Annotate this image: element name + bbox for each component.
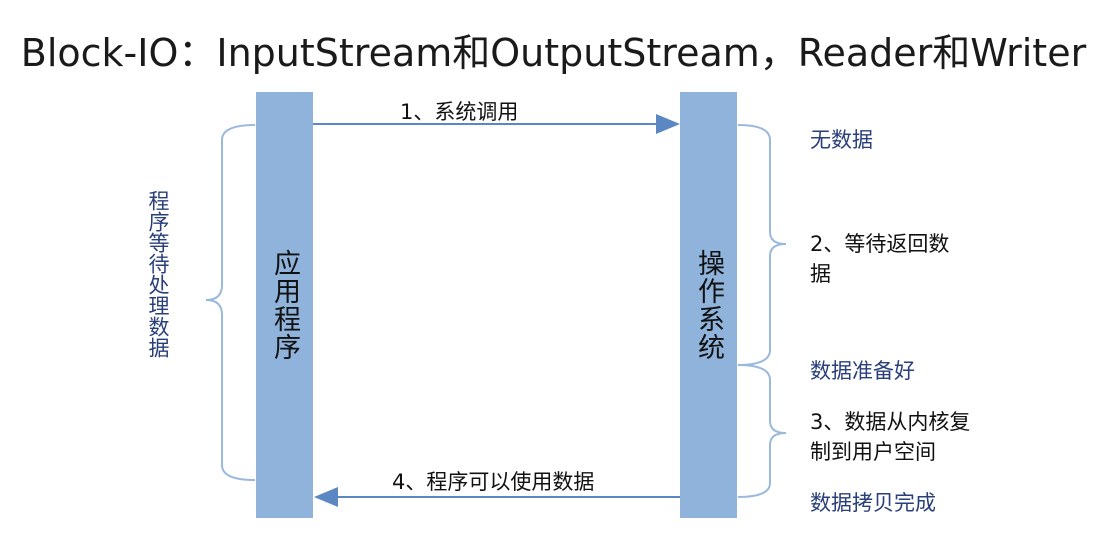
copy-data-brace <box>737 364 787 498</box>
state-no-data: 无数据 <box>810 128 873 152</box>
diagram-title: Block-IO：InputStream和OutputStream，Reader… <box>20 31 1087 75</box>
os-pillar: 操作系统 <box>680 92 737 518</box>
application-label: 应用程序 <box>269 249 300 361</box>
step4-label: 4、程序可以使用数据 <box>392 470 595 494</box>
os-label: 操作系统 <box>693 249 724 361</box>
application-pillar: 应用程序 <box>256 92 313 518</box>
program-wait-label: 程序等待处理数据 <box>146 190 170 358</box>
wait-data-brace <box>737 124 787 366</box>
state-data-copied: 数据拷贝完成 <box>810 491 936 515</box>
left-wait-brace <box>205 124 256 481</box>
step2-label: 2、等待返回数据 <box>810 232 950 286</box>
step1-label: 1、系统调用 <box>400 100 519 124</box>
step3-label: 3、数据从内核复制到用户空间 <box>810 410 971 464</box>
state-data-ready: 数据准备好 <box>810 359 915 383</box>
